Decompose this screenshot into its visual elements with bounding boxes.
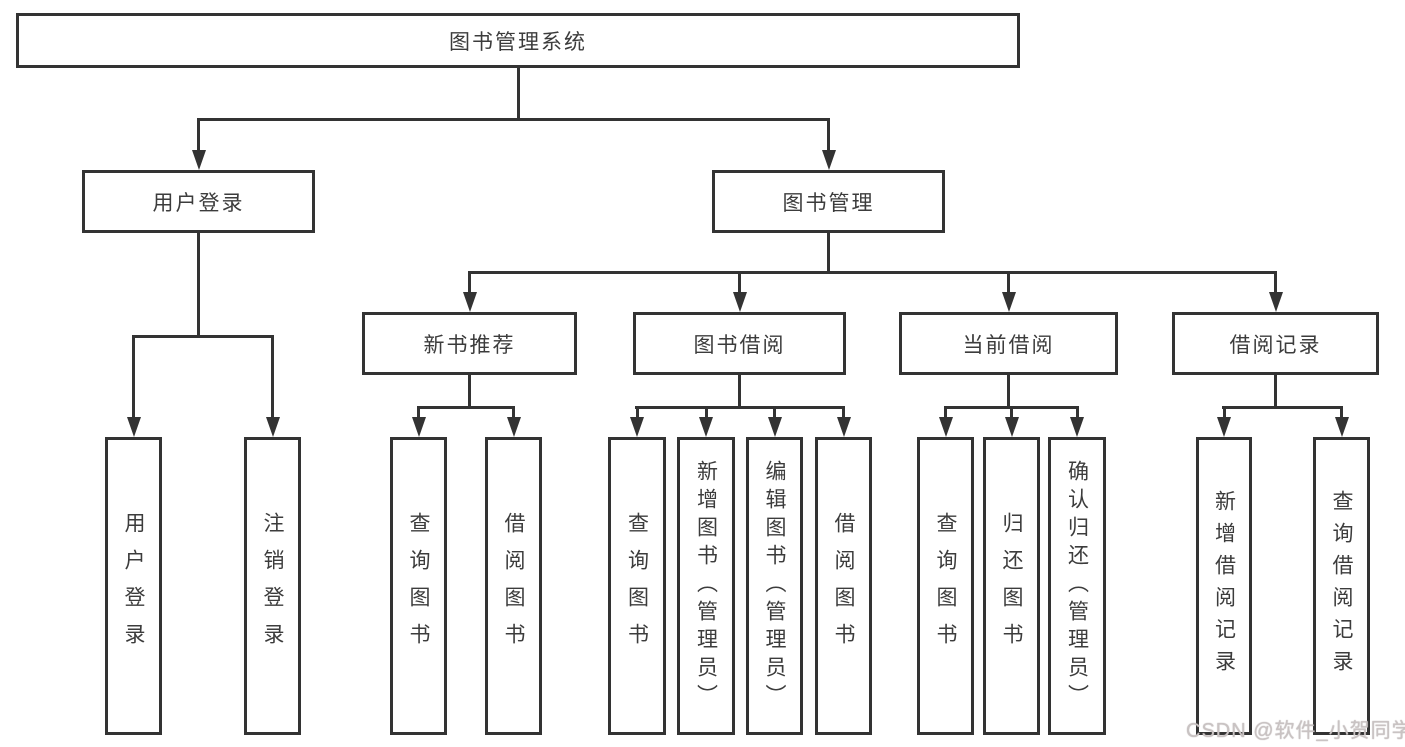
edge-new-book-rec-stem-line — [468, 375, 471, 406]
arrowhead-leaf-add-record — [1217, 417, 1231, 437]
edge-book-mgmt-stem-line — [827, 233, 830, 271]
edge-to-current-borrow-line — [1007, 271, 1010, 292]
leaf-add-borrow-record-label: 新增借阅记录 — [1212, 490, 1236, 682]
leaf-query-book-borrow-label: 查询图书 — [625, 512, 649, 660]
arrowhead-leaf-query-rec — [412, 417, 426, 437]
arrowhead-new-book-rec — [463, 292, 477, 312]
edge-book-mgmt-bus-line — [468, 271, 1277, 274]
arrowhead-leaf-return — [1005, 417, 1019, 437]
leaf-return-book: 归还图书 — [983, 437, 1040, 735]
arrowhead-leaf-edit-book — [768, 417, 782, 437]
edge-to-user-login-line — [197, 118, 200, 150]
edge-to-book-mgmt-line — [827, 118, 830, 150]
edge-to-leaf-add-book-line — [705, 406, 708, 417]
leaf-user-login-label: 用户登录 — [122, 512, 145, 660]
node-new-book-recommend: 新书推荐 — [362, 312, 577, 375]
arrowhead-leaf-login — [127, 417, 141, 437]
leaf-borrow-book-borrow-label: 借阅图书 — [832, 512, 855, 660]
arrowhead-leaf-borrow-rec — [507, 417, 521, 437]
edge-to-leaf-add-record-line — [1223, 406, 1226, 417]
edge-to-leaf-query-rec-line — [417, 406, 420, 417]
edge-to-leaf-query-cb-line — [944, 406, 947, 417]
arrowhead-leaf-confirm-return — [1070, 417, 1084, 437]
edge-to-borrow-records-line — [1274, 271, 1277, 292]
edge-to-leaf-return-line — [1010, 406, 1013, 417]
leaf-add-borrow-record: 新增借阅记录 — [1196, 437, 1252, 735]
edge-book-borrow-stem-line — [738, 375, 741, 406]
arrowhead-leaf-query-bb — [630, 417, 644, 437]
node-book-borrow: 图书借阅 — [633, 312, 846, 375]
leaf-borrow-book-recommend-label: 借阅图书 — [502, 512, 525, 660]
node-current-borrow: 当前借阅 — [899, 312, 1118, 375]
leaf-confirm-return-admin: 确认归还（管理员） — [1048, 437, 1106, 735]
edge-to-leaf-login-line — [132, 335, 135, 417]
leaf-borrow-book-recommend: 借阅图书 — [485, 437, 542, 735]
edge-borrow-records-stem-line — [1274, 375, 1277, 406]
leaf-query-book-current: 查询图书 — [917, 437, 974, 735]
leaf-add-book-admin-label: 新增图书（管理员） — [694, 460, 718, 712]
edge-to-new-book-rec-line — [468, 271, 471, 292]
arrowhead-leaf-logout — [266, 417, 280, 437]
arrowhead-leaf-add-book — [699, 417, 713, 437]
edge-user-login-bus-line — [132, 335, 274, 338]
leaf-query-borrow-record-label: 查询借阅记录 — [1330, 490, 1353, 682]
edge-to-leaf-confirm-return-line — [1076, 406, 1079, 417]
node-root-system: 图书管理系统 — [16, 13, 1020, 68]
leaf-borrow-book-borrow: 借阅图书 — [815, 437, 872, 735]
node-book-management: 图书管理 — [712, 170, 945, 233]
leaf-confirm-return-admin-label: 确认归还（管理员） — [1065, 460, 1089, 712]
leaf-query-book-borrow: 查询图书 — [608, 437, 666, 735]
arrowhead-book-borrow — [733, 292, 747, 312]
edge-new-book-rec-bus-line — [417, 406, 515, 409]
node-borrow-records: 借阅记录 — [1172, 312, 1379, 375]
edge-to-leaf-borrow-bb-line — [842, 406, 845, 417]
arrowhead-leaf-borrow-bb — [837, 417, 851, 437]
edge-to-leaf-query-bb-line — [636, 406, 639, 417]
leaf-logout-login: 注销登录 — [244, 437, 301, 735]
leaf-query-book-recommend: 查询图书 — [390, 437, 447, 735]
leaf-edit-book-admin-label: 编辑图书（管理员） — [763, 460, 786, 712]
edge-to-book-borrow-line — [738, 271, 741, 292]
leaf-user-login: 用户登录 — [105, 437, 162, 735]
leaf-edit-book-admin: 编辑图书（管理员） — [746, 437, 803, 735]
edge-to-leaf-edit-book-line — [773, 406, 776, 417]
edge-user-login-stem-line — [197, 233, 200, 335]
arrowhead-user-login — [192, 150, 206, 170]
edge-root-stem-line — [517, 68, 520, 118]
leaf-add-book-admin: 新增图书（管理员） — [677, 437, 735, 735]
edge-root-bus-line — [197, 118, 830, 121]
edge-borrow-records-bus-line — [1222, 406, 1343, 409]
arrowhead-leaf-query-record — [1335, 417, 1349, 437]
node-user-login: 用户登录 — [82, 170, 315, 233]
edge-to-leaf-borrow-rec-line — [512, 406, 515, 417]
arrowhead-current-borrow — [1002, 292, 1016, 312]
leaf-query-borrow-record: 查询借阅记录 — [1313, 437, 1370, 735]
edge-current-borrow-stem-line — [1007, 375, 1010, 406]
leaf-return-book-label: 归还图书 — [1000, 512, 1023, 660]
arrowhead-borrow-records — [1269, 292, 1283, 312]
csdn-watermark: CSDN @软件_小贺同学 — [1186, 720, 1405, 742]
edge-to-leaf-logout-line — [271, 335, 274, 417]
leaf-logout-login-label: 注销登录 — [261, 512, 284, 660]
edge-book-borrow-bus-line — [635, 406, 845, 409]
edge-to-leaf-query-record-line — [1340, 406, 1343, 417]
leaf-query-book-recommend-label: 查询图书 — [407, 512, 430, 660]
leaf-query-book-current-label: 查询图书 — [934, 512, 957, 660]
arrowhead-leaf-query-cb — [939, 417, 953, 437]
arrowhead-book-mgmt — [822, 150, 836, 170]
